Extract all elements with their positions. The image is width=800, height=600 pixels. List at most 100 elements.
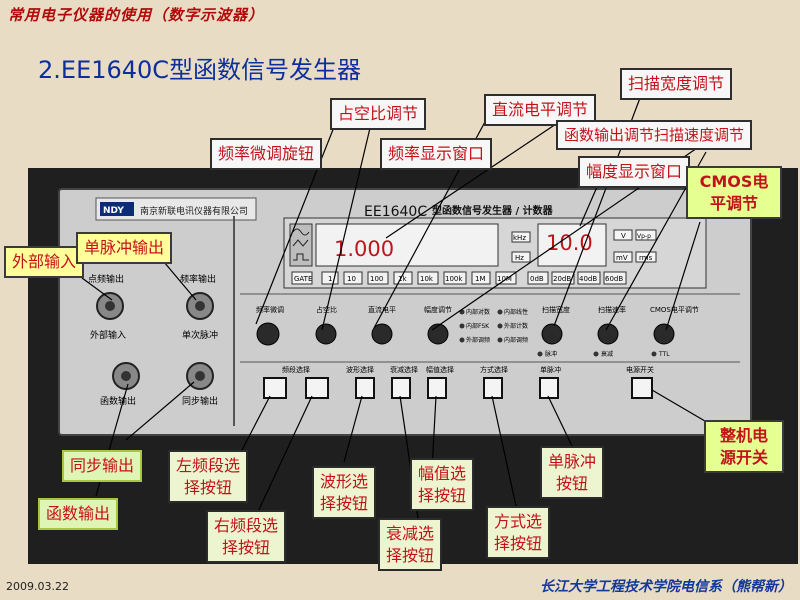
svg-text:扫描速率: 扫描速率 (598, 305, 626, 314)
brand-plate (95, 197, 257, 221)
svg-text:1: 1 (328, 275, 332, 283)
callout-mode-line2: 择按钮 (494, 533, 543, 553)
atten-button (391, 377, 411, 399)
svg-text:CMOS电平调节: CMOS电平调节 (650, 305, 699, 314)
svg-text:40dB: 40dB (579, 275, 597, 283)
footer-date: 2009.03.22 (6, 580, 69, 593)
label-point-freq-out: 点频输出 (88, 273, 124, 285)
sweep-width-knob (541, 323, 563, 345)
callout-func-out: 函数输出 (38, 498, 119, 530)
svg-text:扫描宽度: 扫描宽度 (542, 305, 570, 314)
callout-amplitude-line1: 幅值选 (418, 464, 467, 483)
unit-hz: Hz (515, 254, 524, 262)
amplitude-display (537, 223, 607, 267)
svg-text:10: 10 (347, 275, 356, 283)
callout-amp-window: 幅度显示窗口 (578, 156, 691, 188)
leader-lines (81, 97, 711, 519)
svg-text:频段选择: 频段选择 (282, 365, 310, 374)
svg-text:内部线性: 内部线性 (504, 308, 528, 316)
svg-text:100: 100 (370, 275, 383, 283)
callout-duty: 占空比调节 (330, 98, 427, 130)
slide-header: 常用电子仪器的使用（数字示波器） (8, 6, 265, 24)
freq-fine-knob (256, 322, 280, 346)
svg-text:0dB: 0dB (530, 275, 544, 283)
freq-range-buttons: GATE 1 10 100 1k 10k 100k 1M 10M (291, 271, 517, 285)
unit-mv: mV (616, 254, 628, 262)
callout-waveform: 波形选 择按钮 (312, 466, 377, 520)
callout-ext-input: 外部输入 (4, 246, 85, 278)
callout-mode-line1: 方式选 (494, 512, 543, 531)
svg-text:20dB: 20dB (553, 275, 571, 283)
svg-text:方式选择: 方式选择 (480, 365, 508, 374)
svg-text:10k: 10k (420, 275, 434, 283)
svg-text:内部FSK: 内部FSK (466, 322, 490, 330)
footer-org: 长江大学工程技术学院电信系（熊帮新） (540, 579, 792, 595)
callout-single-pulse-line2: 按钮 (556, 473, 589, 493)
frequency-value: 1.000 (334, 237, 394, 261)
duty-knob (315, 323, 337, 345)
svg-text:幅值选择: 幅值选择 (426, 365, 454, 374)
amplitude-button (427, 377, 447, 399)
svg-text:外部调频: 外部调频 (466, 336, 490, 344)
callout-right-band-line1: 右频段选 (214, 516, 279, 535)
callout-left-band-line2: 择按钮 (184, 477, 233, 497)
callout-right-band-line2: 择按钮 (222, 537, 271, 557)
amplitude-knob (427, 323, 449, 345)
callout-single-pulse-out: 单脉冲输出 (76, 232, 173, 264)
bottom-labels: 频段选择 波形选择 衰减选择 幅值选择 方式选择 单脉冲 电源开关 (282, 365, 654, 374)
svg-text:幅度调节: 幅度调节 (424, 305, 452, 314)
left-band-button (263, 377, 287, 399)
callout-dc-level: 直流电平调节 (484, 94, 597, 126)
power-button (631, 377, 653, 399)
callout-left-band-line1: 左频段选 (176, 456, 241, 475)
callout-amplitude-line2: 择按钮 (418, 485, 467, 505)
callout-cmos: CMOS电 平调节 (686, 166, 782, 220)
svg-text:1k: 1k (398, 275, 407, 283)
callout-left-band: 左频段选 择按钮 (168, 450, 249, 504)
cmos-knob (653, 323, 675, 345)
brand-logo (100, 202, 134, 216)
callout-right-band: 右频段选 择按钮 (206, 510, 287, 564)
dc-level-knob (371, 323, 393, 345)
waveform-button (355, 377, 375, 399)
unit-khz: kHz (513, 234, 526, 242)
sweep-rate-knob (597, 323, 619, 345)
svg-text:100k: 100k (445, 275, 463, 283)
svg-text:频率微调: 频率微调 (256, 305, 284, 314)
unit-v: V (621, 232, 626, 240)
label-sync-out: 同步输出 (182, 395, 218, 407)
label-freq-out: 频率输出 (180, 273, 216, 285)
callout-single-pulse: 单脉冲 按钮 (540, 446, 605, 500)
svg-text:60dB: 60dB (605, 275, 623, 283)
label-single-pulse: 单次脉冲 (182, 329, 218, 341)
model-desc-text: 型函数信号发生器 / 计数器 (432, 204, 554, 217)
svg-text:脉冲: 脉冲 (545, 350, 557, 358)
label-func-out: 函数输出 (100, 395, 136, 407)
callout-atten-line2: 择按钮 (386, 545, 435, 565)
callout-sweep-width: 扫描宽度调节 (620, 68, 733, 100)
unit-vpp: Vp-p (637, 233, 651, 240)
svg-text:10M: 10M (497, 275, 512, 283)
svg-text:直流电平: 直流电平 (368, 305, 396, 314)
svg-text:GATE: GATE (294, 275, 312, 283)
slide-title: 2.EE1640C型函数信号发生器 (38, 56, 362, 84)
callout-cmos-line1: CMOS电 (699, 172, 769, 191)
company-text: 南京新联电讯仪器有限公司 (140, 205, 248, 217)
callout-freq-window: 频率显示窗口 (380, 138, 493, 170)
callout-power: 整机电 源开关 (704, 420, 784, 474)
label-ext-input: 外部输入 (90, 329, 126, 341)
svg-text:波形选择: 波形选择 (346, 365, 374, 374)
callout-power-line1: 整机电 (719, 426, 768, 445)
brand-text: NDY (103, 206, 124, 216)
svg-text:衰减选择: 衰减选择 (390, 365, 418, 374)
callout-freq-fine: 频率微调旋钮 (210, 138, 323, 170)
mode-indicators: 内部对数 内部线性 内部FSK 外部计数 外部调频 内部调频 脉冲 衰减 TTL (459, 308, 670, 358)
svg-text:TTL: TTL (658, 351, 670, 358)
model-text: EE1640C (364, 204, 427, 220)
right-band-button (305, 377, 329, 399)
svg-text:单脉冲: 单脉冲 (540, 365, 561, 374)
callout-mode: 方式选 择按钮 (486, 506, 551, 560)
mode-button (483, 377, 503, 399)
svg-text:内部对数: 内部对数 (466, 308, 490, 316)
